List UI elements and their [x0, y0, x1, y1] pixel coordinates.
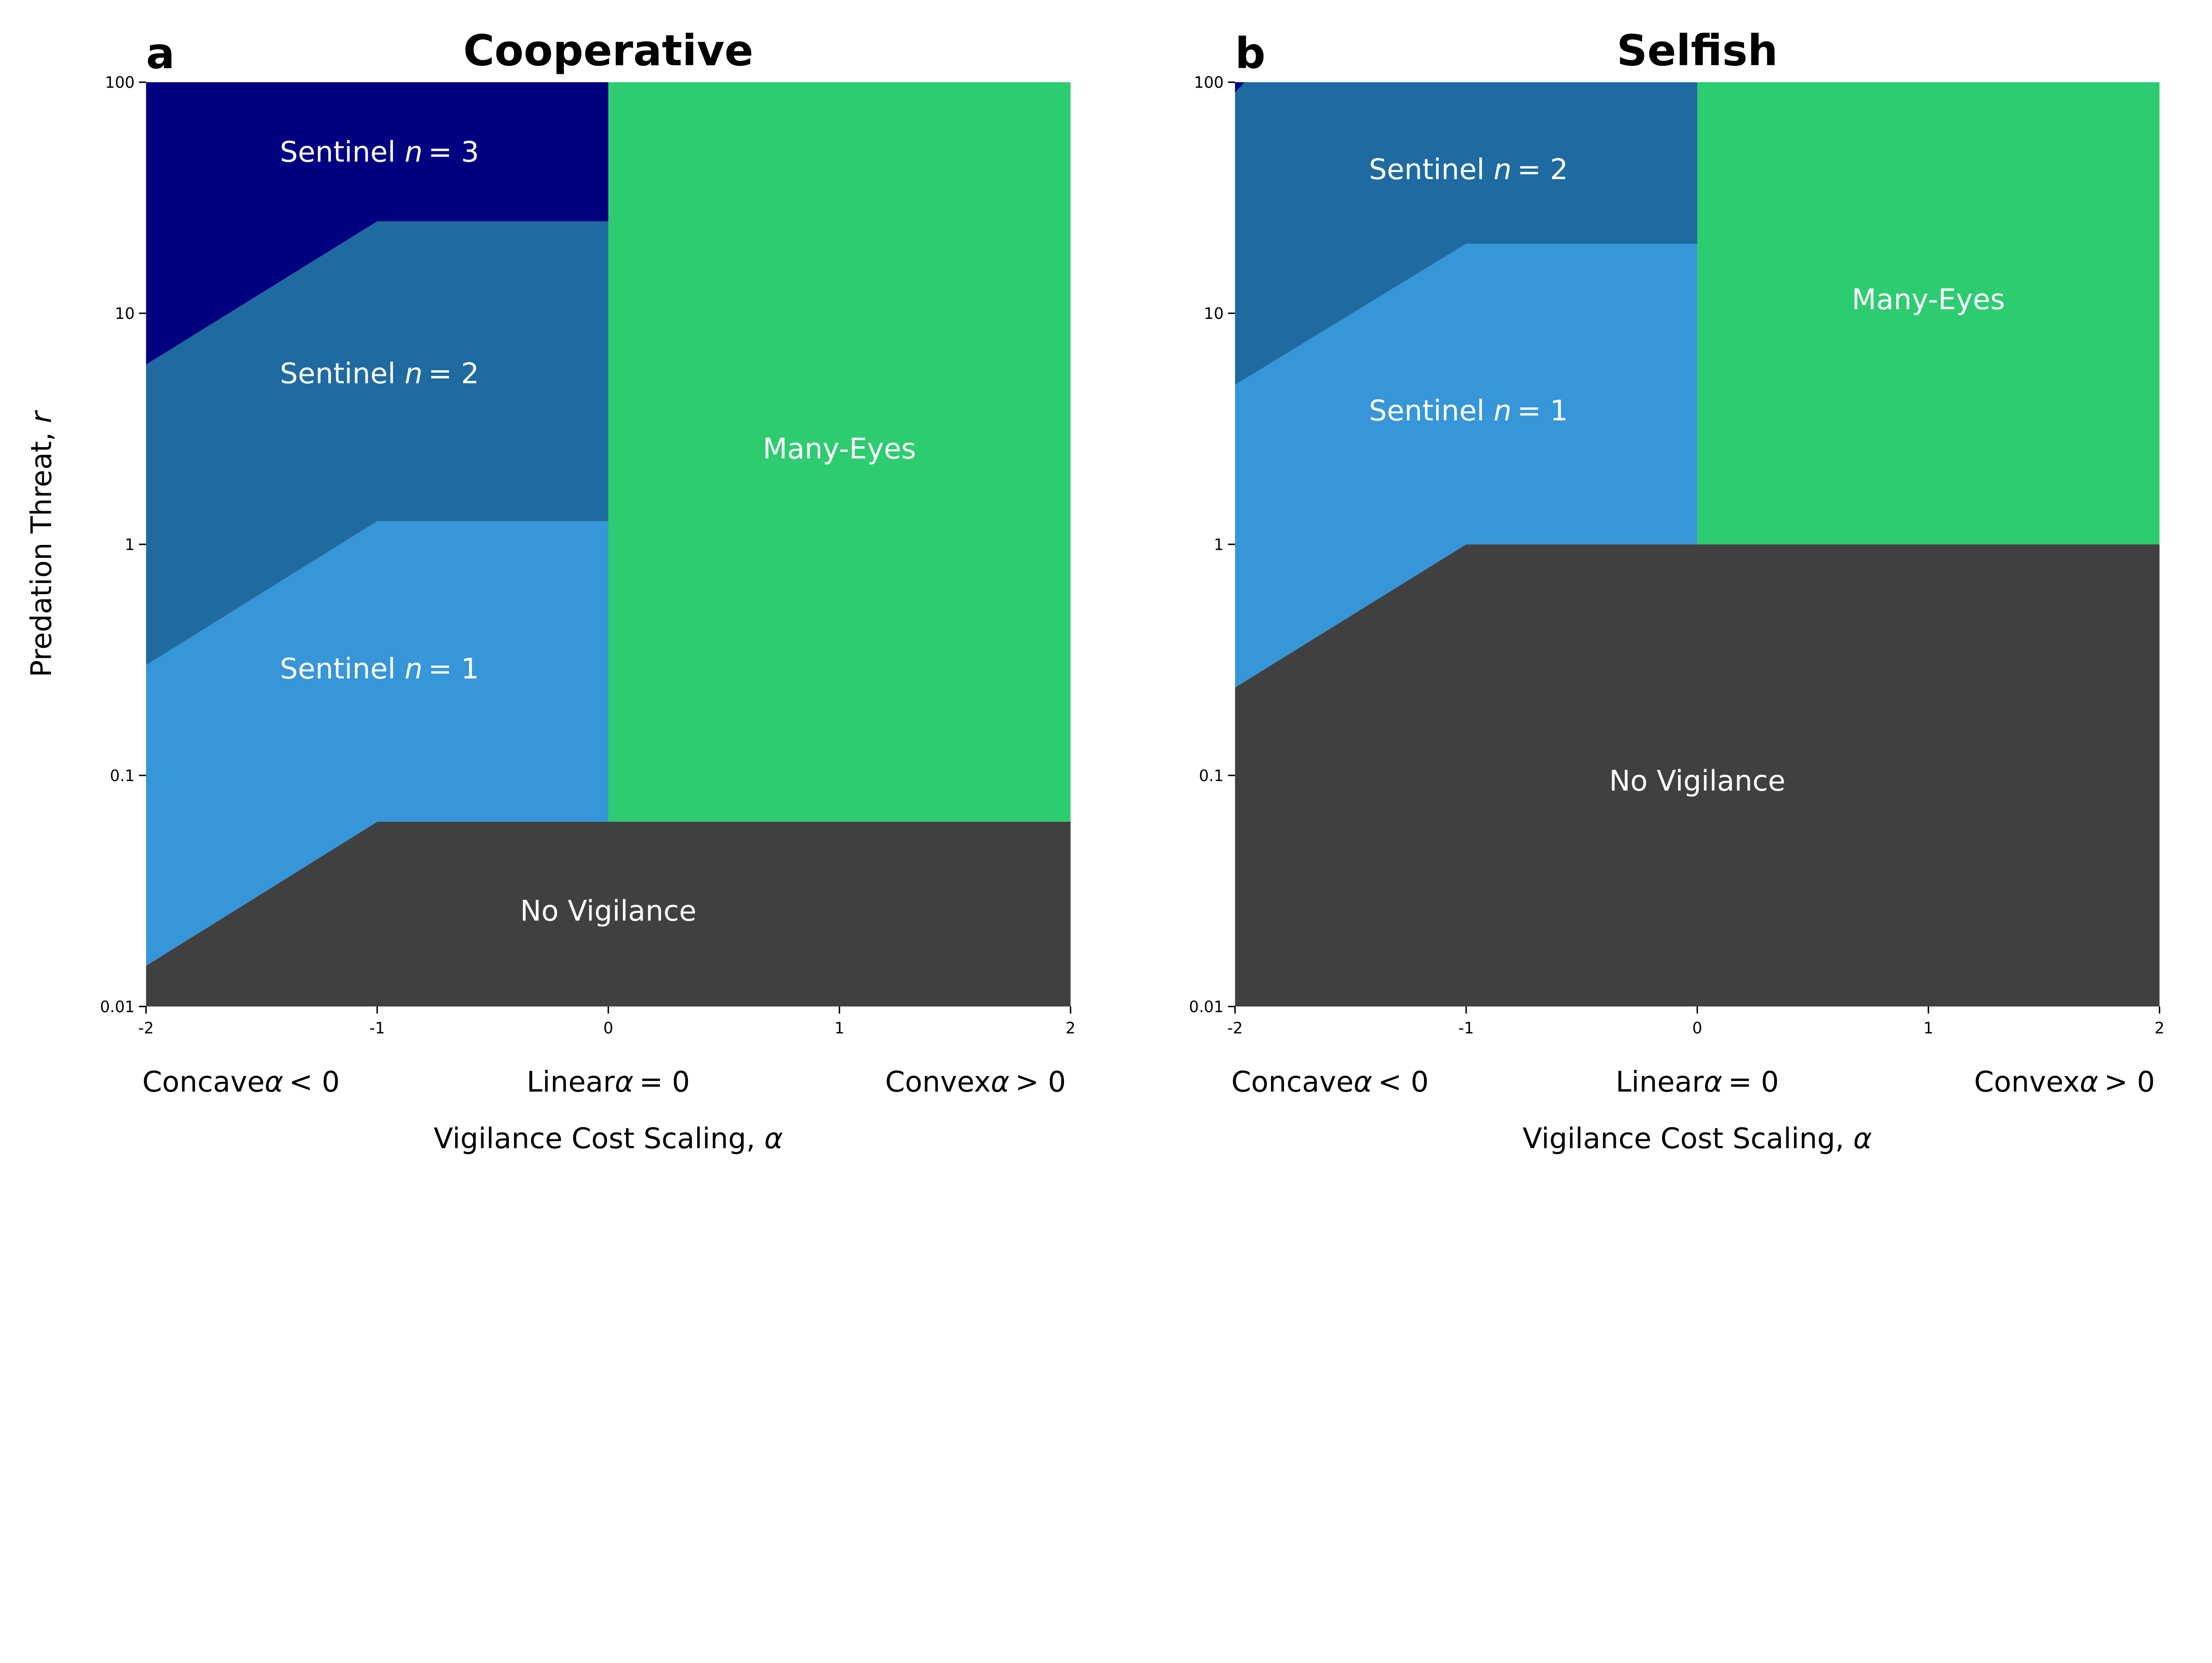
y-tick-label: 100 — [105, 74, 134, 92]
region-sentinel-n-2 — [1235, 82, 1697, 385]
region-label: Many-Eyes — [763, 433, 916, 465]
label-symbol: α — [991, 1066, 1010, 1099]
x-tick-label: 1 — [1924, 1019, 1933, 1038]
region-label: No Vigilance — [1609, 765, 1786, 797]
y-tick-label: 0.1 — [110, 767, 134, 785]
x-tick-label: -2 — [138, 1019, 154, 1038]
label-text: Sentinel — [280, 357, 405, 390]
x-tick-label: 0 — [1692, 1019, 1702, 1038]
region-no-vigilance — [146, 822, 1071, 1007]
region-sentinel-n-3 — [146, 82, 609, 365]
region-label: No Vigilance — [520, 895, 697, 927]
y-tick-label: 1 — [1214, 536, 1224, 554]
region-many-eyes — [608, 82, 1071, 822]
label-relation: = 2 — [1517, 153, 1568, 186]
y-tick-label: 1 — [125, 536, 134, 554]
x-tick-label: 1 — [834, 1019, 844, 1038]
label-relation: = 1 — [428, 653, 479, 686]
label-text: Linear — [526, 1066, 615, 1099]
y-tick-label: 10 — [115, 305, 135, 323]
category-label: Convexα> 0 — [1974, 1066, 2155, 1099]
x-tick-label: 2 — [2154, 1019, 2164, 1038]
y-tick-label: 100 — [1194, 74, 1224, 92]
x-tick-label: 2 — [1066, 1019, 1075, 1038]
label-relation: < 0 — [1378, 1066, 1429, 1099]
label-text: Concave — [1231, 1066, 1353, 1099]
label-text: Sentinel — [280, 653, 405, 686]
label-text: Vigilance Cost Scaling, — [1523, 1123, 1853, 1155]
category-label: Convexα> 0 — [885, 1066, 1066, 1099]
label-text: Many-Eyes — [1852, 284, 2005, 316]
y-tick-label: 0.1 — [1199, 767, 1224, 785]
label-text: Many-Eyes — [763, 433, 916, 465]
region-sentinel-n-1 — [146, 521, 609, 966]
region-label: Sentinel n= 2 — [1369, 153, 1568, 186]
label-symbol: r — [25, 410, 58, 423]
y-tick-label: 0.01 — [1189, 998, 1224, 1016]
x-tick-label: 0 — [603, 1019, 613, 1038]
label-relation: = 0 — [1728, 1066, 1779, 1099]
label-text: No Vigilance — [1609, 765, 1786, 797]
category-label: Linearα= 0 — [1616, 1066, 1779, 1099]
region-sentinel-n-3 — [1235, 82, 1244, 93]
label-symbol: α — [1853, 1123, 1872, 1155]
category-label: Concaveα< 0 — [142, 1066, 340, 1099]
label-symbol: α — [1354, 1066, 1372, 1099]
y-axis-label: Predation Threat, r — [25, 410, 58, 677]
label-symbol: α — [265, 1066, 283, 1099]
label-symbol: α — [2080, 1066, 2098, 1099]
label-relation: > 0 — [1015, 1066, 1066, 1099]
label-text: Sentinel — [1369, 153, 1494, 186]
region-many-eyes — [1697, 82, 2160, 544]
region-label: Sentinel n= 2 — [280, 357, 479, 390]
label-text: Linear — [1616, 1066, 1704, 1099]
label-symbol: α — [1704, 1066, 1722, 1099]
x-tick-label: -1 — [369, 1019, 385, 1038]
label-symbol: n — [405, 653, 423, 686]
chart-title: Cooperative — [463, 26, 753, 75]
panel-label: a — [146, 29, 175, 78]
region-label: Sentinel n= 1 — [280, 653, 479, 686]
label-relation: > 0 — [2104, 1066, 2155, 1099]
x-axis-label: Vigilance Cost Scaling, α — [434, 1123, 783, 1155]
label-symbol: n — [405, 136, 423, 169]
label-text: Convex — [1974, 1066, 2080, 1099]
region-sentinel-n-1 — [1235, 244, 1697, 688]
label-text: Predation Threat, — [25, 423, 58, 677]
label-symbol: n — [1494, 153, 1512, 186]
label-relation: = 2 — [428, 357, 479, 390]
x-tick-label: -1 — [1459, 1019, 1474, 1038]
panel-label: b — [1235, 29, 1266, 78]
label-symbol: α — [764, 1123, 783, 1155]
region-label: Sentinel n= 3 — [280, 136, 479, 169]
chart-title: Selfish — [1617, 26, 1778, 75]
region-label: Sentinel n= 1 — [1369, 395, 1568, 427]
label-text: Sentinel — [1369, 395, 1494, 427]
label-text: Sentinel — [280, 136, 405, 169]
region-label: Many-Eyes — [1852, 284, 2005, 316]
label-relation: = 0 — [639, 1066, 690, 1099]
label-relation: = 3 — [428, 136, 479, 169]
label-symbol: n — [405, 357, 423, 390]
region-no-vigilance — [1235, 544, 2160, 1007]
label-text: No Vigilance — [520, 895, 697, 927]
x-axis-label: Vigilance Cost Scaling, α — [1523, 1123, 1872, 1155]
label-text: Concave — [142, 1066, 265, 1099]
y-tick-label: 0.01 — [100, 998, 134, 1016]
category-label: Linearα= 0 — [526, 1066, 690, 1099]
label-text: Convex — [885, 1066, 991, 1099]
label-text: Vigilance Cost Scaling, — [434, 1123, 764, 1155]
category-label: Concaveα< 0 — [1231, 1066, 1429, 1099]
label-relation: = 1 — [1517, 395, 1568, 427]
label-relation: < 0 — [289, 1066, 340, 1099]
region-sentinel-n-2 — [146, 221, 609, 665]
label-symbol: n — [1494, 395, 1512, 427]
y-tick-label: 10 — [1204, 305, 1224, 323]
x-tick-label: -2 — [1227, 1019, 1243, 1038]
label-symbol: α — [615, 1066, 634, 1099]
